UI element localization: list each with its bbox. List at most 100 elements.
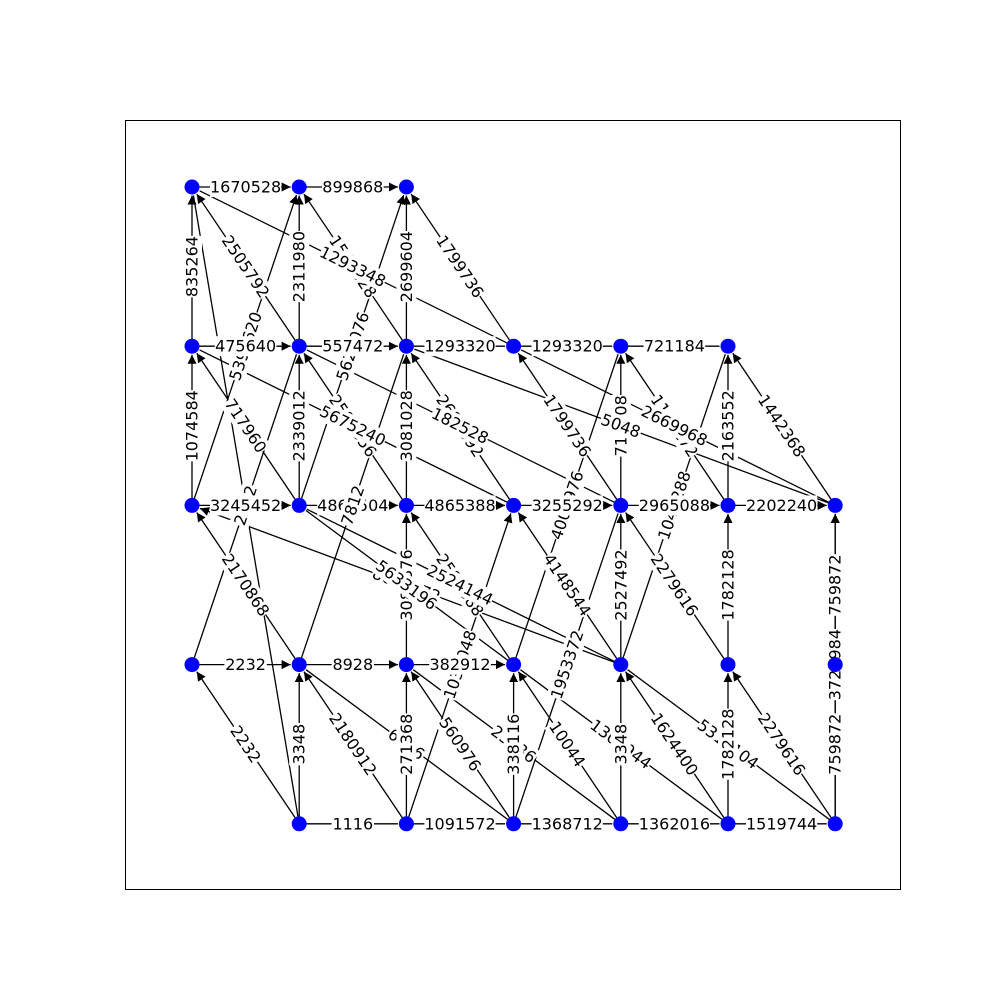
- edge-label-background: [331, 654, 374, 675]
- edge-label: 759872: [825, 713, 846, 776]
- edge-weight-label: 4148544: [539, 550, 595, 620]
- edge-label: 2505792: [217, 231, 274, 302]
- edge-weight-label: 10044: [545, 718, 589, 771]
- edge-label: 1368712: [532, 813, 603, 834]
- edge-weight-label: 2339012: [290, 390, 309, 461]
- edge-label: 899868: [322, 177, 384, 197]
- edge-label-background: [638, 401, 711, 451]
- edge-label: 382912: [429, 654, 491, 675]
- edge-label: 1293320: [424, 336, 496, 357]
- edge-label-background: [427, 403, 493, 449]
- graph-node: [506, 657, 522, 673]
- edge-weight-label: 3348: [290, 724, 309, 765]
- graph-node: [184, 338, 200, 354]
- edge-label: 271368: [396, 713, 417, 776]
- graph-node: [827, 816, 843, 832]
- edge-label: 1799736: [431, 231, 489, 302]
- graph-node: [184, 657, 200, 673]
- edge-label: 4148544: [539, 549, 596, 621]
- edge-label: 2202240: [746, 495, 818, 516]
- edge-weight-label: 759872: [826, 554, 845, 615]
- edge-label: 3348: [289, 723, 310, 766]
- edge-weight-label: 899868: [322, 178, 383, 197]
- edge-label-background: [431, 231, 489, 302]
- edge-label-background: [539, 549, 596, 621]
- graph-node: [827, 657, 843, 673]
- edge-label-background: [217, 231, 274, 302]
- edge-weight-label: 4865388: [424, 496, 495, 515]
- edge-label-background: [336, 482, 370, 529]
- edge-label-background: [746, 495, 818, 516]
- edge-label: 3255292: [531, 495, 603, 516]
- edge-label: 557472: [322, 336, 384, 357]
- edge-label-background: [531, 495, 603, 516]
- graph-node: [291, 179, 307, 195]
- edge-label-background: [753, 709, 810, 780]
- edge-label-background: [746, 813, 818, 834]
- edge-label: 2965088: [639, 495, 710, 516]
- edge-label-background: [396, 390, 417, 462]
- edge-label: 4865388: [424, 495, 496, 516]
- edge-label-background: [289, 390, 310, 462]
- edge-label-background: [217, 549, 274, 621]
- edge-weight-label: 1670528: [210, 178, 281, 197]
- edge-label-background: [610, 723, 631, 766]
- edge-label: 1362016: [638, 813, 710, 834]
- edge-label-background: [316, 241, 390, 292]
- edge-label-background: [646, 709, 703, 780]
- edge-label: 8928: [331, 654, 374, 675]
- edge-label-background: [396, 231, 417, 303]
- edge-weight-label: 1799736: [539, 391, 595, 461]
- graph-node: [184, 497, 200, 513]
- edge-label: 2311980: [289, 231, 310, 302]
- edge-label: 1442368: [753, 390, 810, 461]
- graph-node: [184, 179, 200, 195]
- edge-weight-label: 1116: [332, 814, 373, 833]
- edge-label: 1782128: [718, 709, 738, 780]
- edge-label-background: [539, 390, 596, 461]
- edge-label-background: [825, 554, 846, 616]
- edge-weight-label: 2965088: [639, 496, 710, 515]
- edge-label-background: [434, 713, 486, 776]
- edge-label-background: [544, 717, 591, 772]
- graph-node: [398, 179, 414, 195]
- graph-node: [506, 816, 522, 832]
- edge-label-background: [643, 336, 706, 357]
- edge-label-background: [324, 709, 381, 780]
- edge-label-background: [718, 708, 738, 780]
- edge-label-background: [610, 549, 631, 621]
- edge-label-background: [424, 813, 496, 834]
- edge-weight-label: 3245452: [210, 496, 281, 515]
- edge-label: 10044: [544, 717, 591, 772]
- edge-label-background: [718, 390, 738, 462]
- edge-weight-label: 1519744: [746, 814, 817, 833]
- edge-label-background: [638, 813, 710, 834]
- edge-label-background: [546, 627, 589, 702]
- edge-label: 2170868: [217, 549, 274, 621]
- edge-weight-label: 475640: [215, 337, 276, 356]
- edge-weight-label: 2699604: [397, 231, 416, 302]
- graph-node: [291, 816, 307, 832]
- plot-frame: [125, 120, 901, 890]
- edge-label-background: [322, 336, 384, 357]
- edge-label: 3081028: [396, 390, 417, 462]
- edge-label: 1799736: [539, 390, 596, 461]
- edge-weight-label: 2505792: [218, 232, 274, 302]
- edge-weight-label: 1091572: [424, 814, 495, 833]
- edge-label: 2699604: [396, 231, 417, 303]
- edge-label: 1670528: [210, 177, 281, 197]
- edge-label: 1782128: [718, 549, 738, 621]
- edge-label: 560976: [434, 713, 486, 776]
- edge-label-background: [322, 177, 384, 197]
- edge-weight-label: 3081028: [397, 390, 416, 461]
- edge-weight-label: 721184: [644, 337, 705, 356]
- graph-node: [613, 338, 629, 354]
- edge-label: 2232: [225, 721, 266, 768]
- edge-label-background: [225, 721, 266, 768]
- edge-weight-label: 1624400: [647, 709, 703, 779]
- edge-weight-label: 382912: [429, 655, 490, 674]
- edge-label-background: [289, 723, 310, 766]
- edge-label: 1074584: [182, 390, 202, 461]
- edge-weight-label: 2180912: [325, 709, 381, 779]
